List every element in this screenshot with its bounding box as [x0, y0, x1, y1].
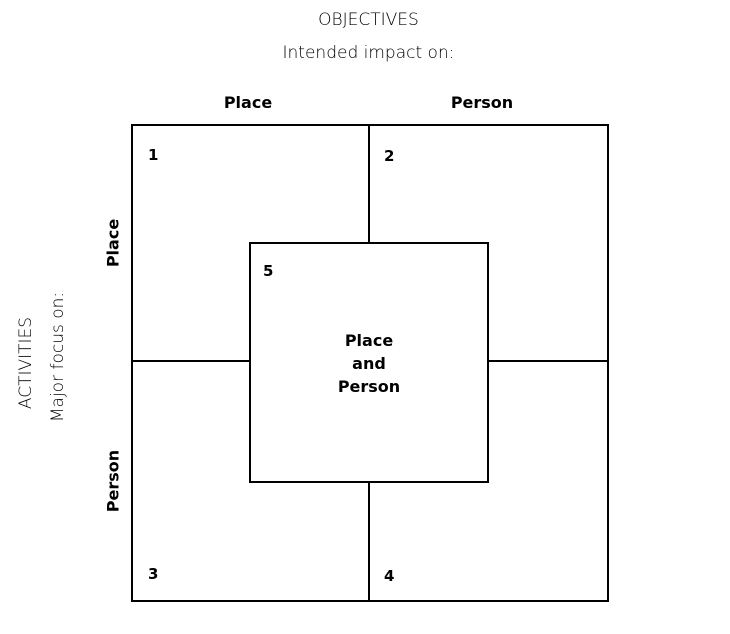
activities-title: ACTIVITIES	[16, 316, 36, 410]
activities-subtitle: Major focus on:	[48, 291, 68, 423]
row-header-place: Place	[103, 218, 123, 268]
center-label-line-2: and	[352, 354, 386, 373]
column-header-place: Place	[223, 93, 273, 112]
divider-horizontal-left	[131, 360, 251, 362]
cell-number-2: 2	[384, 147, 395, 165]
cell-number-5: 5	[263, 262, 274, 280]
center-cell	[249, 242, 489, 483]
center-label-line-1: Place	[344, 331, 394, 350]
column-header-person: Person	[450, 93, 514, 112]
cell-number-4: 4	[384, 567, 395, 585]
cell-number-3: 3	[148, 565, 159, 583]
objectives-subtitle: Intended impact on:	[282, 43, 455, 63]
divider-vertical-bottom	[368, 480, 370, 600]
matrix-frame	[131, 124, 609, 602]
cell-number-1: 1	[148, 146, 159, 164]
row-header-person: Person	[103, 449, 123, 513]
divider-vertical-top	[368, 124, 370, 244]
center-label-line-3: Person	[337, 377, 401, 396]
center-cell-label: Place and Person	[249, 329, 489, 398]
objectives-title: OBJECTIVES	[318, 10, 419, 30]
divider-horizontal-right	[486, 360, 607, 362]
